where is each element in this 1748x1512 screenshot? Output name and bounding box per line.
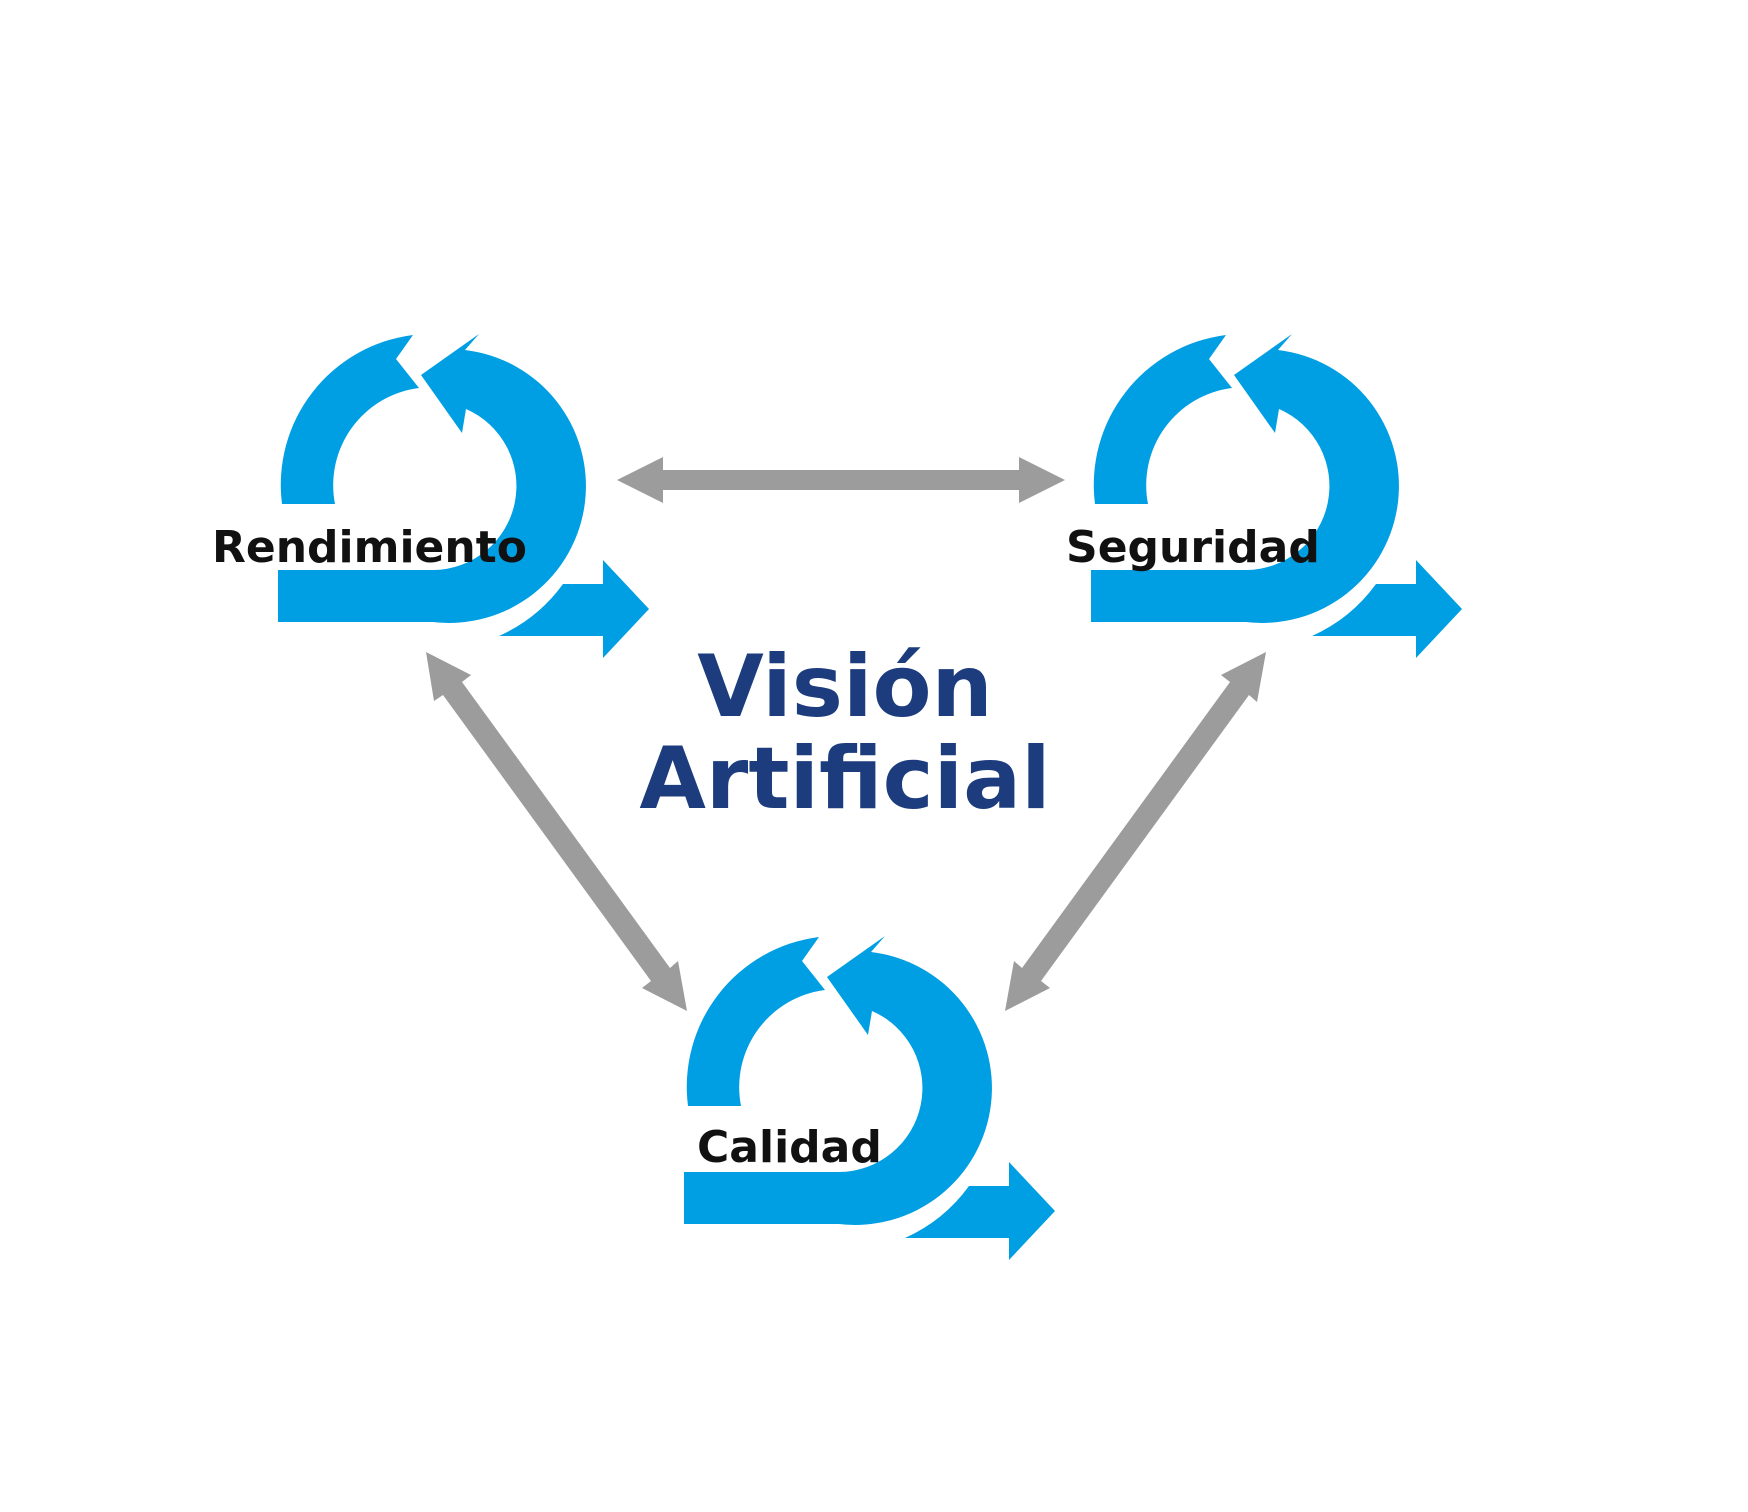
center-title-line1: Visión: [697, 637, 993, 737]
connector-seguridad-calidad: [1005, 652, 1266, 1011]
node-label-rendimiento: Rendimiento: [212, 522, 527, 573]
cycle-arrow-icon: [1091, 334, 1462, 658]
center-title: Visión Artificial: [639, 637, 1050, 829]
cycle-arrow-icon: [278, 334, 649, 658]
node-seguridad: Seguridad: [1066, 334, 1462, 658]
node-label-calidad: Calidad: [697, 1122, 882, 1173]
connector-rendimiento-calidad: [426, 652, 687, 1011]
cycle-arrow-icon: [684, 936, 1055, 1260]
node-label-seguridad: Seguridad: [1066, 522, 1320, 573]
center-title-line2: Artificial: [639, 729, 1050, 829]
connector-rendimiento-seguridad: [617, 457, 1065, 503]
node-calidad: Calidad: [684, 936, 1055, 1260]
node-rendimiento: Rendimiento: [212, 334, 649, 658]
